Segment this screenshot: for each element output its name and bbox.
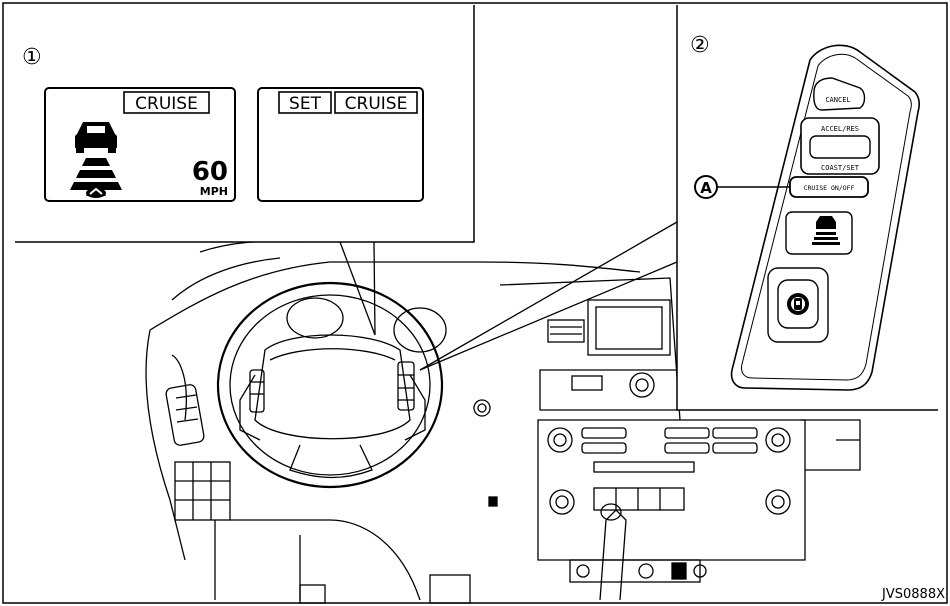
cruise-on-off-button[interactable]	[789, 176, 869, 198]
lower-switch	[638, 563, 654, 579]
control-button	[571, 375, 603, 391]
accel-coast-rocker[interactable]	[809, 135, 871, 159]
dash-left-edge	[145, 329, 186, 561]
panel-1-border	[15, 5, 475, 243]
shift-lever	[599, 509, 627, 601]
right-dash-edge	[800, 419, 861, 471]
pointer-line-1a	[339, 241, 376, 336]
figure-id: JVS0888X	[881, 587, 945, 602]
lower-spoke	[289, 444, 373, 479]
lower-dash-line	[230, 519, 421, 601]
vehicle-ahead-icon	[70, 122, 122, 198]
climate-button	[581, 442, 627, 454]
lower-switch	[693, 564, 707, 578]
start-button	[473, 399, 491, 417]
shift-knob	[600, 503, 622, 521]
speed-unit: MPH	[200, 185, 228, 198]
climate-button	[712, 427, 758, 439]
audio-knob-left	[549, 489, 575, 515]
dash-top-line	[149, 261, 641, 331]
climate-knob-right	[765, 427, 791, 453]
climate-knob-left-inner	[553, 433, 567, 447]
cruise-indicator-box	[123, 91, 210, 114]
display-right	[257, 87, 424, 202]
right-spoke-switches	[397, 361, 415, 411]
left-switch-block	[174, 461, 231, 521]
inset-panel-2: ② CANCEL ACCEL/RES COAST/SET A CRUISE ON…	[419, 5, 945, 411]
cancel-button[interactable]	[813, 77, 866, 111]
lower-switch-dark	[671, 562, 687, 580]
center-vent	[547, 319, 585, 343]
audio-buttons	[593, 487, 685, 511]
pointer-line-1b	[373, 241, 376, 336]
cruise-indicator-label: CRUISE	[135, 94, 198, 114]
callout-a: A	[700, 179, 712, 197]
cruise-indicator-box-2	[334, 91, 418, 114]
camera-icon	[787, 293, 809, 315]
climate-panel	[537, 419, 806, 561]
climate-knob-left	[547, 427, 573, 453]
inset-panel-1: ① CRUISE 60 MPH SET CRUISE	[5, 5, 475, 336]
cruise-indicator-label-2: CRUISE	[345, 94, 408, 114]
vent-line	[175, 394, 197, 399]
control-knob-inner	[635, 378, 649, 392]
dashboard-illustration	[145, 240, 861, 604]
audio-knob-right-inner	[771, 495, 785, 509]
control-knob	[629, 372, 655, 398]
callout-2: ②	[690, 33, 710, 58]
center-screen-inner	[595, 306, 663, 350]
coast-set-label: COAST/SET	[821, 164, 860, 172]
gauge-right	[393, 307, 447, 353]
set-indicator-box	[278, 91, 332, 114]
cruise-on-off-label: CRUISE ON/OFF	[804, 184, 855, 192]
vent-line	[175, 406, 198, 411]
pointer-line-2a	[419, 221, 678, 371]
left-spoke-switches	[249, 369, 265, 413]
left-spoke	[239, 374, 261, 441]
set-speed-value: 60	[192, 157, 228, 187]
accel-res-label: ACCEL/RES	[821, 125, 859, 133]
climate-button	[664, 427, 710, 439]
dash-left-curve	[171, 354, 187, 421]
right-spoke	[404, 374, 426, 441]
pedal	[429, 574, 471, 604]
pointer-line-2b	[419, 261, 678, 371]
climate-button	[712, 442, 758, 454]
audio-knob-right	[765, 489, 791, 515]
gauge-left	[286, 297, 344, 339]
lower-switch-bar	[569, 559, 701, 583]
dash-hood-line	[171, 257, 281, 301]
distance-icon	[812, 216, 840, 245]
hub-line	[269, 348, 396, 361]
climate-button	[664, 442, 710, 454]
climate-button	[581, 427, 627, 439]
sensor-dot	[488, 496, 498, 507]
start-button-inner	[477, 403, 487, 413]
callout-1: ①	[22, 45, 42, 70]
left-air-vent	[165, 384, 205, 446]
lower-switch	[576, 564, 590, 578]
cancel-button-label: CANCEL	[825, 96, 850, 104]
steering-wheel-rim	[216, 281, 444, 489]
center-screen	[587, 299, 671, 356]
climate-knob-right-inner	[771, 433, 785, 447]
vent-line	[176, 418, 199, 423]
switch-panel-inner-edge	[741, 53, 912, 381]
set-indicator-label: SET	[289, 94, 322, 114]
audio-knob-left-inner	[555, 495, 569, 509]
panel-2-border	[676, 5, 938, 411]
steering-wheel-inner-rim	[229, 294, 431, 476]
pedal	[299, 584, 326, 604]
cd-slot	[593, 461, 695, 473]
